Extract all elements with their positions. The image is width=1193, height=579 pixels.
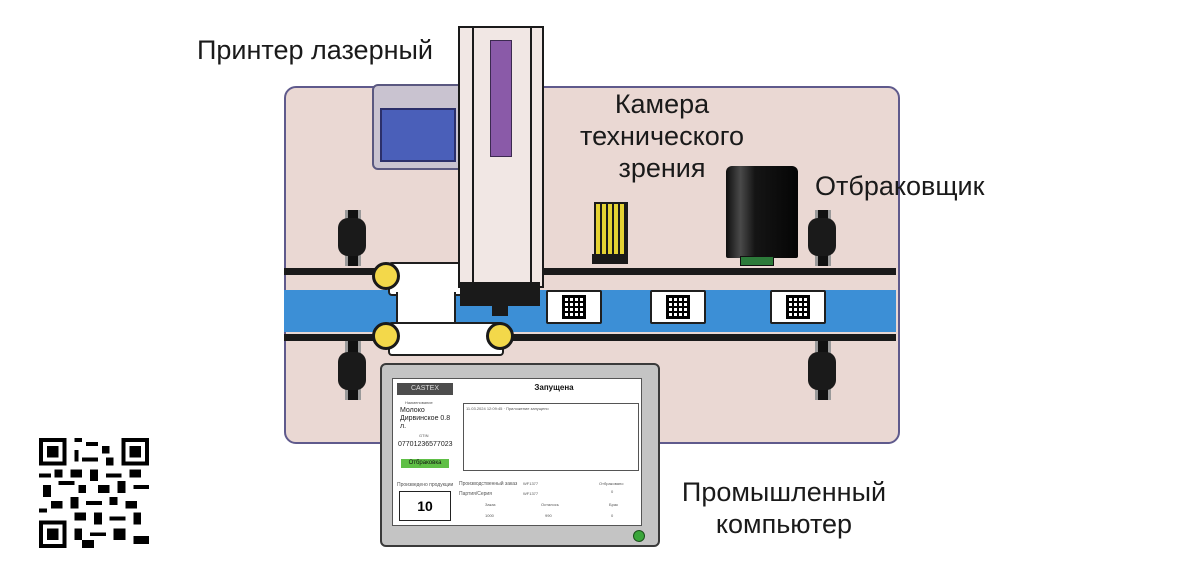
product-name-line-3: л. xyxy=(400,423,407,430)
label-rejector: Отбраковщик xyxy=(815,171,985,201)
datamatrix-icon xyxy=(786,295,810,319)
rejector-unit xyxy=(726,166,798,258)
conveyor-rail-bottom xyxy=(284,334,896,341)
product-under-printer xyxy=(396,292,456,324)
vision-camera-base xyxy=(592,254,628,264)
laser-printer-head xyxy=(460,282,540,306)
produced-counter: 10 xyxy=(399,491,451,521)
product-tag-1 xyxy=(546,290,602,324)
industrial-computer-screen: CASTEX Запущена Наименование Молоко Дирв… xyxy=(392,378,642,526)
event-log: 11.03.2024 12:09:45 · Приложение запущен… xyxy=(463,403,639,471)
roller-top-left xyxy=(338,218,366,256)
label-laser-printer: Принтер лазерный xyxy=(197,35,433,65)
order-label: Производственный заказ xyxy=(459,481,518,487)
order-value: WF1377 xyxy=(523,481,539,486)
qr-code-icon xyxy=(39,438,149,548)
reject-button[interactable]: Отбраковка xyxy=(401,459,449,468)
log-entry: 11.03.2024 12:09:45 · Приложение запущен… xyxy=(466,406,549,411)
guide-wheel-bottom-left xyxy=(372,322,400,350)
roller-top-right xyxy=(808,218,836,256)
label-camera-line-3: зрения xyxy=(618,153,706,183)
label-camera-line-2: технического xyxy=(580,121,744,151)
conveyor-rail-top xyxy=(284,268,896,275)
batch-label: Партия/Серия xyxy=(459,491,492,497)
rejected-value: 0 xyxy=(611,489,614,494)
product-name-line-1: Молоко xyxy=(400,407,425,414)
gtin-value: 07701236577023 xyxy=(398,441,453,448)
product-name-line-2: Дирвинское 0.8 xyxy=(400,415,451,422)
label-computer-line-2: компьютер xyxy=(715,509,853,539)
produced-label: Произведено продукции xyxy=(397,482,454,488)
order-column-label: Заказ xyxy=(485,502,496,507)
operator-panel-screen xyxy=(380,108,456,162)
defect-quantity: 0 xyxy=(611,513,614,518)
brand-logo: CASTEX xyxy=(397,383,453,395)
datamatrix-icon xyxy=(666,295,690,319)
product-tag-3 xyxy=(770,290,826,324)
roller-bottom-left xyxy=(338,352,366,390)
name-label: Наименование xyxy=(405,400,433,405)
defect-column-label: Брак xyxy=(609,502,618,507)
remaining-quantity: 990 xyxy=(545,513,552,518)
rejector-base xyxy=(740,256,774,266)
label-camera-line-1: Камера xyxy=(614,89,710,119)
label-computer-line-1: Промышленный xyxy=(681,477,887,507)
laser-printer-beam xyxy=(490,40,512,157)
order-quantity: 1000 xyxy=(485,513,494,518)
remaining-column-label: Осталось xyxy=(541,502,559,507)
rejected-label: Отбраковано xyxy=(599,481,624,486)
guide-wheel-bottom-right xyxy=(486,322,514,350)
screen-status-title: Запущена xyxy=(534,383,574,392)
laser-printer-nozzle xyxy=(492,306,508,316)
vision-camera xyxy=(594,202,628,262)
roller-bottom-right xyxy=(808,352,836,390)
gtin-label: GTIN xyxy=(419,433,429,438)
power-led xyxy=(633,530,645,542)
product-tag-2 xyxy=(650,290,706,324)
datamatrix-icon xyxy=(562,295,586,319)
guide-wheel-top xyxy=(372,262,400,290)
batch-value: WF1377 xyxy=(523,491,539,496)
